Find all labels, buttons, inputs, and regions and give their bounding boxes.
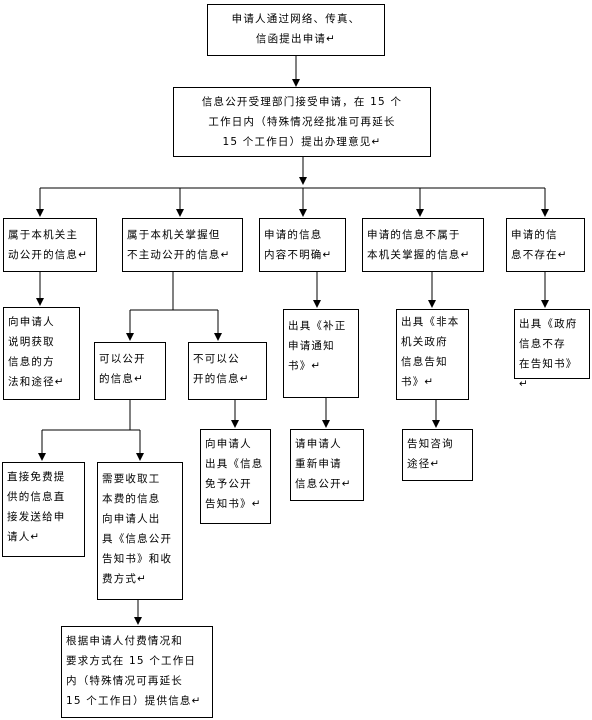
node-free-provide: 直接免费提 供的信息直 接发送给申 请人↵ [2,462,85,557]
node-held-info: 属于本机关掌握但 不主动公开的信息↵ [122,218,243,272]
node-provide-info: 根据申请人付费情况和 要求方式在 15 个工作日 内（特殊情况可再延长 15 个… [61,626,213,718]
node-explain-method: 向申请人 说明获取 信息的方 法和途径↵ [3,307,80,400]
node-inform-channel: 告知咨询 途径↵ [402,429,473,481]
node-cannot-disclose: 不可以公 开的信息↵ [188,342,267,400]
node-refuse-notice: 向申请人 出具《信息 免予公开 告知书》↵ [200,429,271,524]
node-non-gov-notice: 出具《非本 机关政府 信息告知 书》↵ [396,309,469,400]
node-unclear-info: 申请的信息 内容不明确↵ [259,218,346,272]
node-not-exist-notice: 出具《政府 信息不存 在告知书》↵ [514,309,590,390]
node-apply: 申请人通过网络、传真、 信函提出申请↵ [207,4,385,56]
node-accept: 信息公开受理部门接受申请，在 15 个 工作日内（特殊情况经批准可再延长 15 … [173,87,431,157]
node-fee-notice: 需要收取工 本费的信息 向申请人出 具《信息公开 告知书》和收 费方式↵ [97,462,183,600]
node-supplement-notice: 出具《补正 申请通知 书》↵ [283,309,359,398]
node-active-info: 属于本机关主 动公开的信息↵ [3,218,97,272]
node-reapply: 请申请人 重新申请 信息公开↵ [290,429,364,501]
node-not-ours-info: 申请的信息不属于 本机关掌握的信息↵ [362,218,484,272]
node-not-exist-info: 申请的信 息不存在↵ [506,218,585,272]
node-can-disclose: 可以公开 的信息↵ [94,342,166,400]
